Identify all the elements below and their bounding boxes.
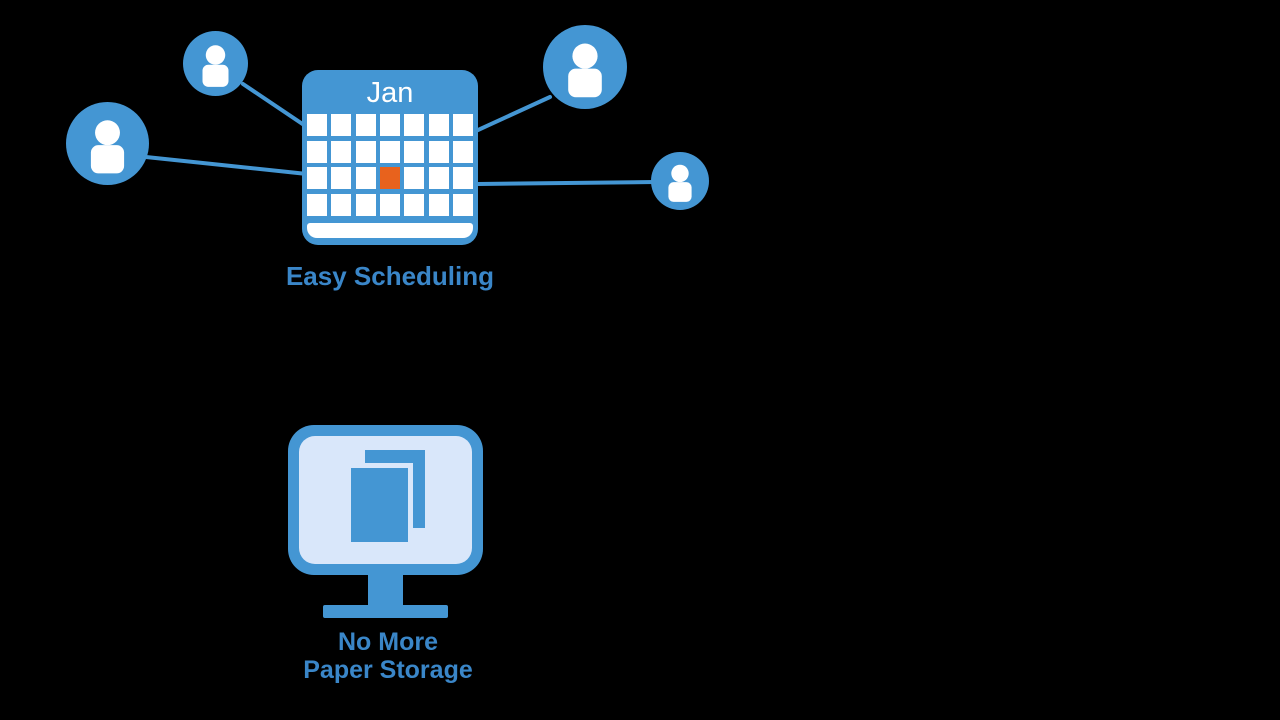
storage-label-line1: No More [338,628,438,656]
person-body [202,64,229,87]
calendar-day-cell [380,114,400,136]
calendar-day-cell [428,167,449,189]
calendar-grid [307,114,473,216]
person-head [205,45,226,65]
person-icon [183,31,248,96]
connector-line [241,82,309,129]
calendar-month-label: Jan [366,77,414,109]
calendar-day-cell [404,167,425,189]
easy-scheduling-label: Easy Scheduling [285,261,495,291]
person-head [95,120,120,146]
calendar-day-cell [428,114,449,136]
document-front [351,468,408,542]
calendar-day-cell [404,140,425,163]
calendar-day-cell [428,193,449,216]
connector-line [476,180,657,186]
calendar-day-cell [307,193,327,216]
calendar-day-cell [453,114,473,136]
calendar-day-cell [355,193,376,216]
calendar-icon: Jan [302,70,478,245]
monitor-icon [288,425,483,575]
storage-label-line2: Paper Storage [303,656,473,684]
connector-line [476,95,552,132]
monitor-screen [299,436,472,564]
calendar-day-cell [428,140,449,163]
calendar-day-cell [355,140,376,163]
calendar-day-cell [307,167,327,189]
calendar-day-cell [404,114,425,136]
person-body [90,145,125,174]
calendar-day-cell [453,193,473,216]
person-head [572,43,598,69]
calendar-day-cell [404,193,425,216]
connector-line [144,155,309,176]
calendar-day-cell [380,140,400,163]
person-icon [651,152,709,210]
calendar-day-cell [380,193,400,216]
calendar-footer-strip [307,223,473,238]
person-icon [543,25,627,109]
calendar-day-cell [307,114,327,136]
monitor-stand-base [323,605,448,618]
person-body [668,182,692,202]
person-head [671,164,689,183]
calendar-day-cell [307,140,327,163]
person-body [568,68,602,98]
calendar-day-cell [355,114,376,136]
calendar-highlighted-day [380,167,400,189]
calendar-day-cell [331,140,352,163]
calendar-day-cell [453,140,473,163]
calendar-day-cell [331,167,352,189]
calendar-day-cell [453,167,473,189]
calendar-day-cell [331,193,352,216]
monitor-stand-stem [368,574,403,606]
calendar-day-cell [355,167,376,189]
no-more-paper-storage-label: No More Paper Storage [238,628,538,684]
person-icon [66,102,149,185]
calendar-day-cell [331,114,352,136]
